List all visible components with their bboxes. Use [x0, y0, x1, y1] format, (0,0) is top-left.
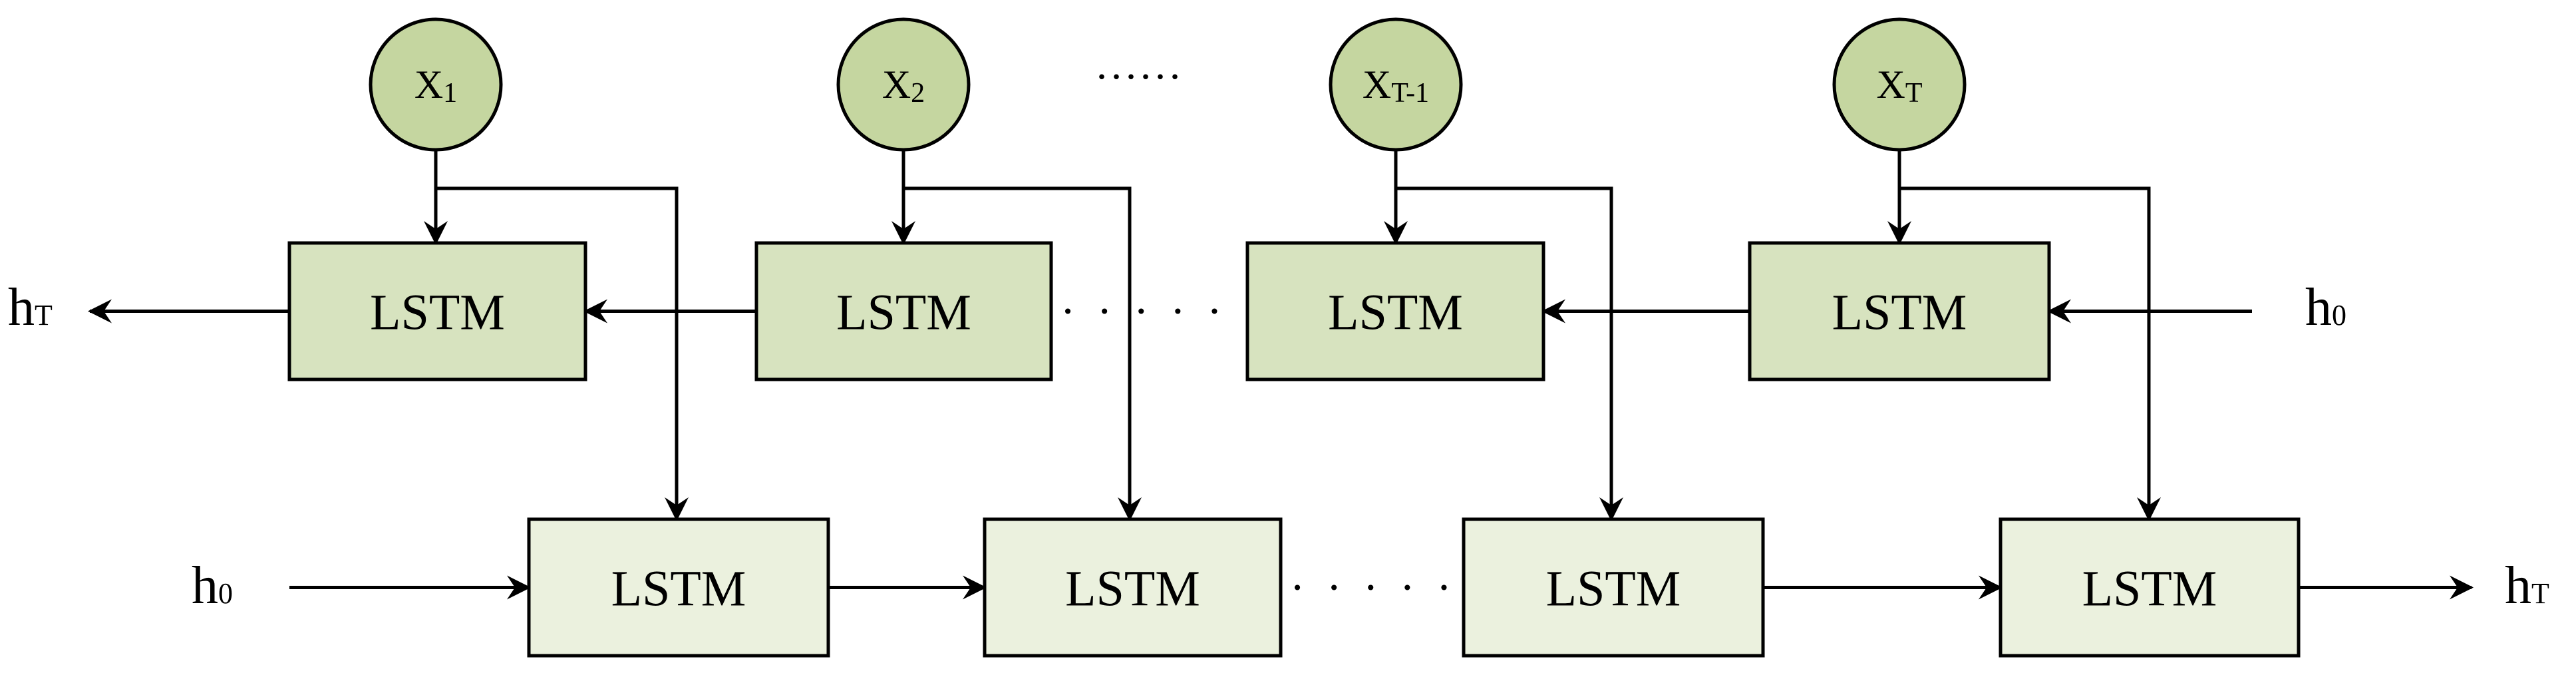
input-node-base: X: [414, 63, 443, 107]
lstm-cell-box: [1748, 241, 2051, 381]
lstm-cell-label: LSTM: [370, 285, 505, 341]
input-node: X1: [369, 17, 503, 152]
forward-end-sub: T: [2531, 577, 2549, 610]
input-node-circle: [369, 17, 503, 152]
backward-lstm-cell: LSTM: [1748, 241, 2051, 381]
forward-lstm-cell: LSTM: [527, 517, 830, 658]
input-to-forward-arrow: [436, 186, 689, 521]
forward-lstm-cell: LSTM: [983, 517, 1283, 658]
input-node-label: X1: [414, 63, 457, 109]
forward-start-base: h: [192, 557, 218, 615]
input-node: X2: [836, 17, 971, 152]
lstm-cell-box: [983, 517, 1283, 658]
forward-end-label: hT: [2505, 557, 2549, 615]
backward-start-base: h: [2305, 278, 2332, 337]
lstm-cell-box: [287, 241, 587, 381]
lstm-cell-box: [754, 241, 1053, 381]
input-node-base: X: [882, 63, 911, 107]
input-node-base: X: [1877, 63, 1905, 107]
backward-start-label: h0: [2305, 278, 2346, 337]
connectors: [88, 150, 2474, 600]
input-node: XT: [1832, 17, 1967, 152]
backward-lstm-cell: LSTM: [287, 241, 587, 381]
input-node-label: XT: [1877, 63, 1923, 109]
backward-lstm-cell: LSTM: [1245, 241, 1545, 381]
backward-end-label: hT: [8, 278, 53, 337]
lstm-cell-box: [1462, 517, 1765, 658]
input-node-label: XT-1: [1363, 63, 1429, 109]
input-node-base: X: [1363, 63, 1391, 107]
input-node-sub: 2: [911, 78, 925, 109]
lstm-cell-label: LSTM: [1546, 561, 1681, 617]
lstm-cell-label: LSTM: [1328, 285, 1463, 341]
input-node-circle: [1329, 17, 1463, 152]
input-node-circle: [836, 17, 971, 152]
forward-lstm-cell: LSTM: [1462, 517, 1765, 658]
forward-end-base: h: [2505, 557, 2531, 615]
input-node-sub: T-1: [1391, 78, 1429, 109]
input-to-forward-arrow: [1899, 186, 2161, 521]
forward-start-sub: 0: [218, 577, 233, 610]
input-node-sub: 1: [443, 78, 457, 109]
forward-lstm-layer: LSTM LSTM LSTM LSTM: [527, 517, 2301, 658]
backward-end-base: h: [8, 278, 35, 337]
input-to-forward-arrow: [903, 186, 1142, 521]
lstm-cell-box: [1999, 517, 2301, 658]
input-node-circle: [1832, 17, 1967, 152]
lstm-cell-label: LSTM: [1065, 561, 1200, 617]
forward-lstm-cell: LSTM: [1999, 517, 2301, 658]
input-node: XT-1: [1329, 17, 1463, 152]
lstm-cell-label: LSTM: [836, 285, 971, 341]
lstm-cell-box: [527, 517, 830, 658]
lstm-cell-label: LSTM: [1832, 285, 1967, 341]
lstm-cell-label: LSTM: [611, 561, 746, 617]
backward-lstm-layer: LSTM LSTM LSTM LSTM: [287, 241, 2051, 381]
input-node-sub: T: [1905, 78, 1923, 109]
input-node-label: X2: [882, 63, 925, 109]
backward-start-sub: 0: [2332, 299, 2346, 332]
backward-lstm-cell: LSTM: [754, 241, 1053, 381]
lstm-cell-box: [1245, 241, 1545, 381]
lstm-cell-label: LSTM: [2082, 561, 2217, 617]
input-to-forward-arrow: [1396, 186, 1623, 521]
backward-end-sub: T: [35, 299, 53, 332]
forward-start-label: h0: [192, 557, 233, 615]
input-ellipsis: ......: [1096, 41, 1184, 88]
